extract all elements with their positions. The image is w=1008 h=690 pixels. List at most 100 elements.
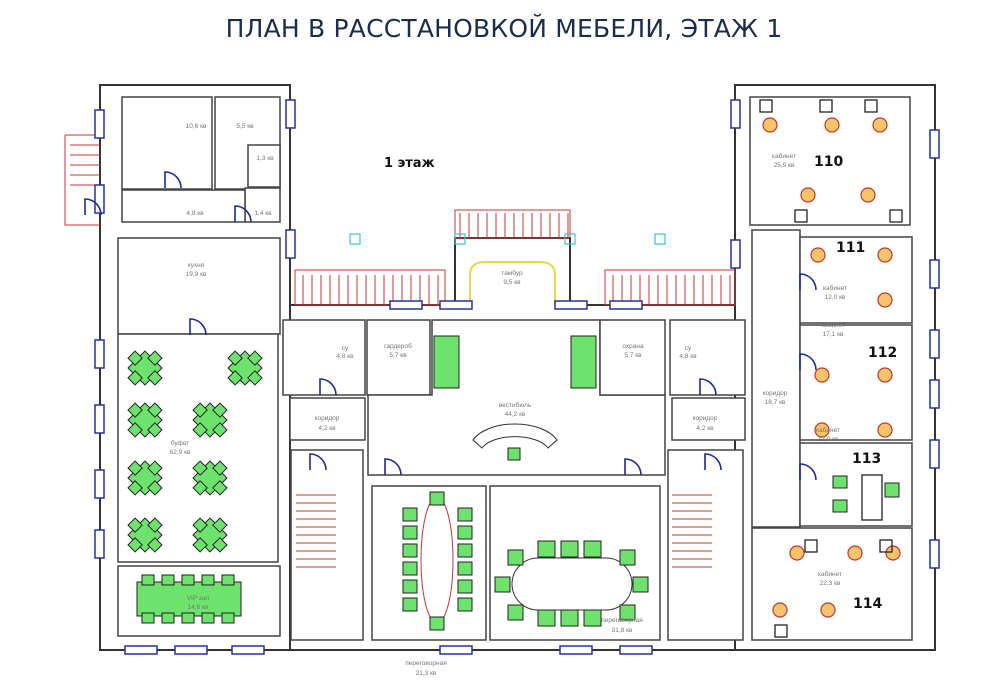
chair [227,350,243,366]
room-security [599,319,666,396]
room-name: коридор [763,390,788,397]
office-chair [877,292,893,308]
column [349,233,361,245]
chair [147,517,163,533]
chair [147,422,163,438]
chair [402,507,418,522]
door [164,171,182,189]
desk [861,474,883,521]
area-label: 19,9 кв [186,271,207,278]
chair [127,537,143,553]
window [94,529,105,559]
area-label: 1,4 кв [254,210,272,217]
room-corridor-wing [751,229,801,528]
chair [457,525,473,540]
chair [507,447,521,461]
window [94,184,105,214]
window [559,645,593,655]
chair [457,579,473,594]
chair [141,574,155,586]
desk [879,539,893,553]
vip-table [136,581,242,617]
office-chair [789,545,805,561]
office-114 [751,527,913,641]
chair [619,549,636,566]
door [699,378,717,396]
room-number: 110 [814,154,843,170]
chair [141,612,155,624]
chair [583,609,602,627]
window [94,339,105,369]
area-label: 22,3 кв [820,580,841,587]
chair [181,574,195,586]
desk [774,624,788,638]
chair [832,475,848,489]
chair [247,370,263,386]
chair [832,499,848,513]
room-kitchen [117,237,281,335]
room-name: коридор [693,415,718,422]
chair [212,537,228,553]
office-chair [872,117,888,133]
office-chair [885,545,901,561]
chair [212,422,228,438]
area-label: 5,7 кв [624,352,642,359]
chair [161,612,175,624]
area-label: 12,0 кв [818,436,839,443]
chair [537,540,556,558]
chair [402,543,418,558]
window [285,99,296,129]
desk [759,99,773,113]
area-label: 18,7 кв [765,399,786,406]
room-name: су [685,345,692,352]
sofa [433,335,460,389]
chair [161,574,175,586]
chair [147,402,163,418]
room-corridor-left [289,397,366,441]
chair [147,537,163,553]
office-chair [814,422,830,438]
office-chair [860,187,876,203]
area-label: 12,0 кв [825,294,846,301]
chair [429,491,445,506]
chair [127,480,143,496]
area-label: 4,8 кв [336,353,354,360]
window [929,259,940,289]
door [704,453,722,471]
office-chair [877,247,893,263]
reception-desk [472,423,558,449]
chair [201,574,215,586]
room-name: буфет [171,439,190,447]
stairs-right [667,449,744,641]
window [94,469,105,499]
office-chair [847,545,863,561]
railing [604,269,736,306]
desk [794,209,808,223]
window [929,329,940,359]
chair [147,480,163,496]
chair [181,612,195,624]
chair [884,482,900,498]
office-chair [820,602,836,618]
chair [127,517,143,533]
room-wardrobe [366,319,431,396]
chair [201,612,215,624]
chair [402,597,418,612]
door [799,463,817,481]
window [929,539,940,569]
room-name: охрана [622,343,644,350]
chair [221,612,235,624]
office-chair [800,187,816,203]
room-name: кабинет [772,152,796,160]
office-chair [824,117,840,133]
office-chair [762,117,778,133]
column [564,233,576,245]
chair [507,604,524,621]
window [730,239,741,269]
area-label: 17,1 кв [823,331,844,338]
area-label: 4,2 кв [696,425,714,432]
room-name: кухня [188,262,205,269]
window [609,300,643,310]
area-label: 62,9 кв [170,449,191,456]
area-label: 31,8 кв [612,627,633,634]
